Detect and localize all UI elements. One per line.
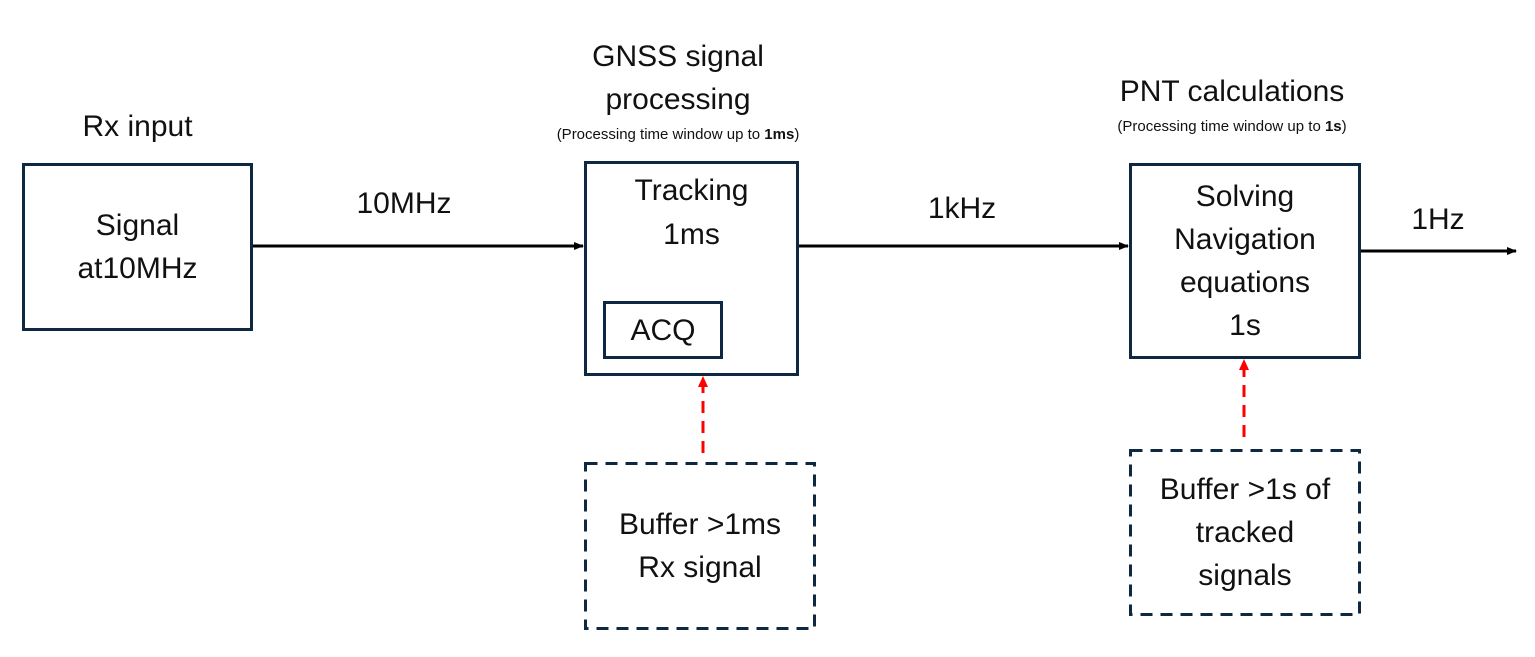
caption-pnt-prefix: (Processing time window up to (1117, 118, 1325, 135)
solving-line-3: equations (1179, 266, 1311, 299)
caption-pnt-window: (Processing time window up to 1s) (1032, 119, 1432, 134)
buffer-rx-line-1: Buffer >1ms (618, 508, 782, 541)
tracking-line-2: 1ms (663, 218, 720, 251)
edge-label-1khz: 1kHz (927, 192, 997, 225)
header-pnt: PNT calculations (1119, 75, 1345, 108)
block-rx-signal: Signal at10MHz (22, 163, 253, 331)
rx-line-1: Signal (95, 209, 180, 242)
caption-pnt-suffix: ) (1341, 118, 1347, 135)
buffer-rx-border (584, 462, 816, 630)
header-rx-input: Rx input (82, 110, 193, 143)
caption-gnss-bold: 1ms (764, 126, 795, 143)
buffer-tracked-line-3: signals (1198, 559, 1292, 592)
solving-line-1: Solving (1195, 180, 1295, 213)
caption-pnt-bold: 1s (1324, 118, 1342, 135)
block-buffer-tracked: Buffer >1s of tracked signals (1129, 449, 1361, 616)
acq-label: ACQ (630, 313, 696, 347)
buffer-tracked-line-2: tracked (1195, 516, 1295, 549)
solving-line-2: Navigation (1174, 223, 1316, 256)
buffer-tracked-line-1: Buffer >1s of (1159, 473, 1331, 506)
caption-gnss-window: (Processing time window up to 1ms) (478, 127, 878, 142)
header-gnss-line2: processing (605, 83, 751, 116)
solving-line-4: 1s (1229, 309, 1261, 342)
header-gnss-line1: GNSS signal (592, 40, 764, 73)
block-solving-navigation: Solving Navigation equations 1s (1129, 163, 1361, 359)
caption-gnss-prefix: (Processing time window up to (556, 126, 765, 143)
buffer-rx-line-2: Rx signal (638, 551, 762, 584)
rx-line-2: at10MHz (77, 252, 198, 285)
tracking-line-1: Tracking (634, 174, 749, 207)
block-buffer-rx: Buffer >1ms Rx signal (584, 462, 816, 630)
block-tracking: Tracking 1ms ACQ (584, 161, 799, 376)
edge-label-1hz: 1Hz (1411, 203, 1465, 236)
edge-label-10mhz: 10MHz (356, 187, 452, 220)
buffer-tracked-border (1129, 449, 1361, 616)
caption-gnss-suffix: ) (794, 126, 800, 143)
block-acq: ACQ (603, 301, 723, 359)
